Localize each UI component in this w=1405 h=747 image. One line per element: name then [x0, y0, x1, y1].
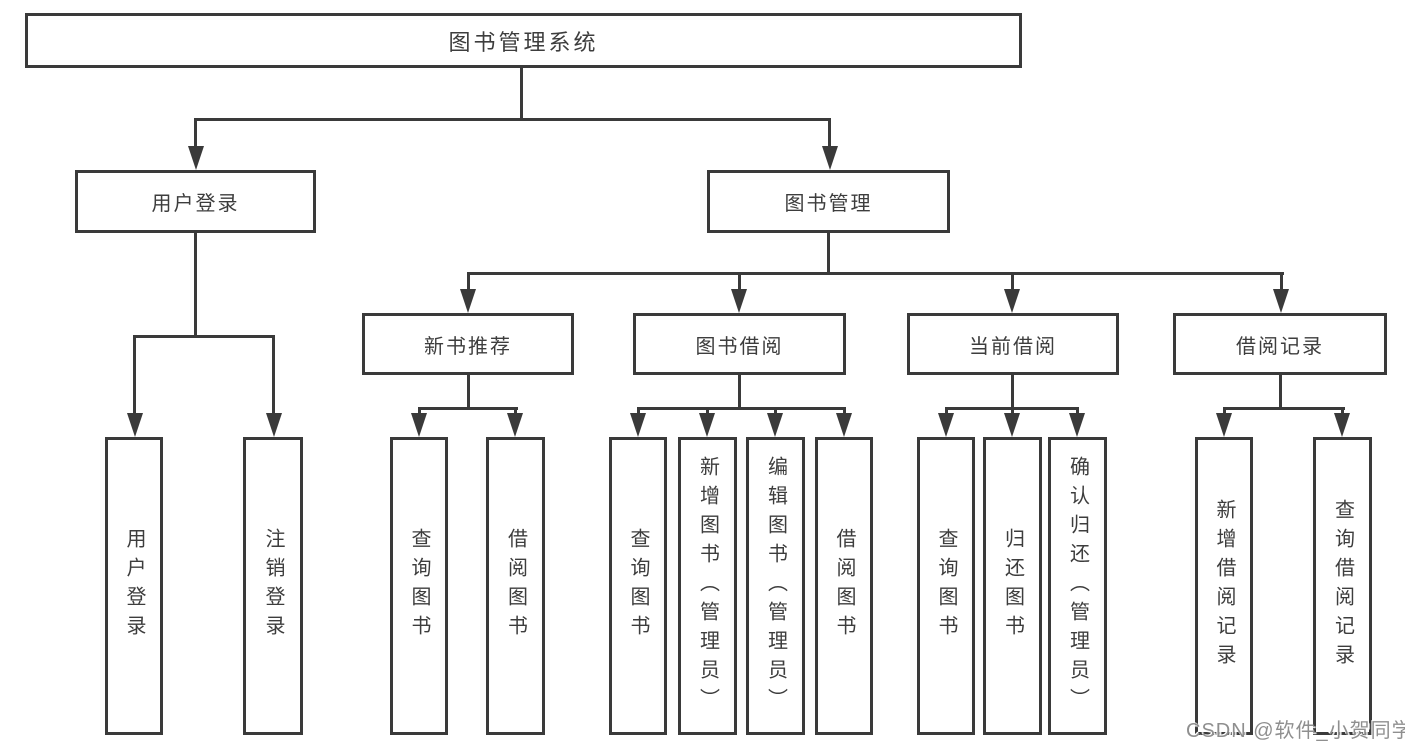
- leaf-borrow-books-recommend: 借阅图书: [486, 437, 545, 735]
- connector-line: [1076, 407, 1079, 417]
- node-label: 用户登录: [151, 193, 240, 215]
- connector-line: [738, 272, 741, 291]
- leaf-add-borrow-record: 新增借阅记录: [1195, 437, 1253, 735]
- node-new-book-recommend: 新书推荐: [362, 313, 574, 375]
- connector-line: [467, 272, 1284, 275]
- arrow-down-icon: [822, 146, 838, 170]
- node-current-borrowing: 当前借阅: [907, 313, 1119, 375]
- connector-line: [194, 233, 197, 337]
- connector-line: [1280, 272, 1283, 291]
- connector-line: [418, 407, 518, 410]
- csdn-watermark: CSDN @软件_小贺同学: [1186, 720, 1405, 742]
- node-label: 查询图书: [935, 528, 957, 644]
- arrow-down-icon: [188, 146, 204, 170]
- leaf-query-books-current: 查询图书: [917, 437, 975, 735]
- leaf-query-books-borrowing: 查询图书: [609, 437, 667, 735]
- node-label: 借阅图书: [504, 528, 527, 644]
- connector-line: [1341, 407, 1344, 417]
- leaf-query-books-recommend: 查询图书: [390, 437, 448, 735]
- leaf-query-borrow-record: 查询借阅记录: [1313, 437, 1372, 735]
- arrow-down-icon: [836, 413, 852, 437]
- connector-line: [467, 272, 470, 291]
- leaf-user-login: 用户登录: [105, 437, 163, 735]
- node-label: 图书管理系统: [448, 29, 599, 55]
- connector-line: [1011, 272, 1014, 291]
- arrow-down-icon: [938, 413, 954, 437]
- connector-line: [514, 407, 517, 417]
- node-borrowing-records: 借阅记录: [1173, 313, 1387, 375]
- arrow-down-icon: [1004, 289, 1020, 313]
- arrow-down-icon: [460, 289, 476, 313]
- node-book-borrowing: 图书借阅: [633, 313, 846, 375]
- node-label: 图书借阅: [695, 335, 784, 358]
- connector-line: [467, 375, 470, 409]
- connector-line: [945, 407, 948, 417]
- arrow-down-icon: [507, 413, 523, 437]
- arrow-down-icon: [1334, 413, 1350, 437]
- connector-line: [1279, 375, 1282, 409]
- arrow-down-icon: [767, 413, 783, 437]
- connector-line: [706, 407, 709, 417]
- connector-line: [738, 375, 741, 409]
- node-label: 查询图书: [408, 528, 430, 644]
- node-user-login: 用户登录: [75, 170, 316, 233]
- node-label: 归还图书: [1001, 528, 1024, 644]
- arrow-down-icon: [731, 289, 747, 313]
- arrow-down-icon: [1216, 413, 1232, 437]
- node-label: 编辑图书（管理员）: [764, 455, 787, 717]
- arrow-down-icon: [266, 413, 282, 437]
- node-label: 新增图书（管理员）: [696, 455, 719, 717]
- arrow-down-icon: [630, 413, 646, 437]
- connector-line: [133, 335, 275, 338]
- node-label: 新书推荐: [424, 335, 512, 358]
- arrow-down-icon: [127, 413, 143, 437]
- node-label: 查询图书: [627, 528, 649, 644]
- connector-line: [418, 407, 421, 417]
- connector-line: [133, 335, 136, 415]
- connector-line: [828, 118, 831, 150]
- node-label: 借阅记录: [1236, 335, 1324, 358]
- connector-line: [827, 233, 830, 274]
- connector-line: [272, 335, 275, 415]
- connector-line: [637, 407, 846, 410]
- arrow-down-icon: [411, 413, 427, 437]
- node-label: 图书管理: [784, 193, 873, 215]
- connector-line: [1011, 407, 1014, 417]
- leaf-add-books-admin: 新增图书（管理员）: [678, 437, 737, 735]
- leaf-logout: 注销登录: [243, 437, 303, 735]
- connector-line: [1223, 407, 1226, 417]
- arrow-down-icon: [1273, 289, 1289, 313]
- arrow-down-icon: [699, 413, 715, 437]
- arrow-down-icon: [1004, 413, 1020, 437]
- connector-line: [843, 407, 846, 417]
- node-label: 借阅图书: [833, 528, 855, 644]
- node-system-root: 图书管理系统: [25, 13, 1022, 68]
- leaf-edit-books-admin: 编辑图书（管理员）: [746, 437, 805, 735]
- node-label: 用户登录: [123, 528, 145, 644]
- connector-line: [1011, 375, 1014, 409]
- leaf-borrow-books-borrowing: 借阅图书: [815, 437, 873, 735]
- node-label: 新增借阅记录: [1213, 499, 1235, 673]
- connector-line: [194, 118, 197, 150]
- connector-line: [194, 118, 831, 121]
- node-book-management: 图书管理: [707, 170, 950, 233]
- arrow-down-icon: [1069, 413, 1085, 437]
- node-label: 注销登录: [262, 528, 284, 644]
- leaf-return-books: 归还图书: [983, 437, 1042, 735]
- node-label: 查询借阅记录: [1331, 499, 1354, 673]
- node-label: 确认归还（管理员）: [1066, 455, 1089, 717]
- connector-line: [1223, 407, 1345, 410]
- connector-line: [637, 407, 640, 417]
- node-label: 当前借阅: [969, 335, 1057, 358]
- leaf-confirm-return-admin: 确认归还（管理员）: [1048, 437, 1107, 735]
- connector-line: [520, 68, 523, 120]
- connector-line: [774, 407, 777, 417]
